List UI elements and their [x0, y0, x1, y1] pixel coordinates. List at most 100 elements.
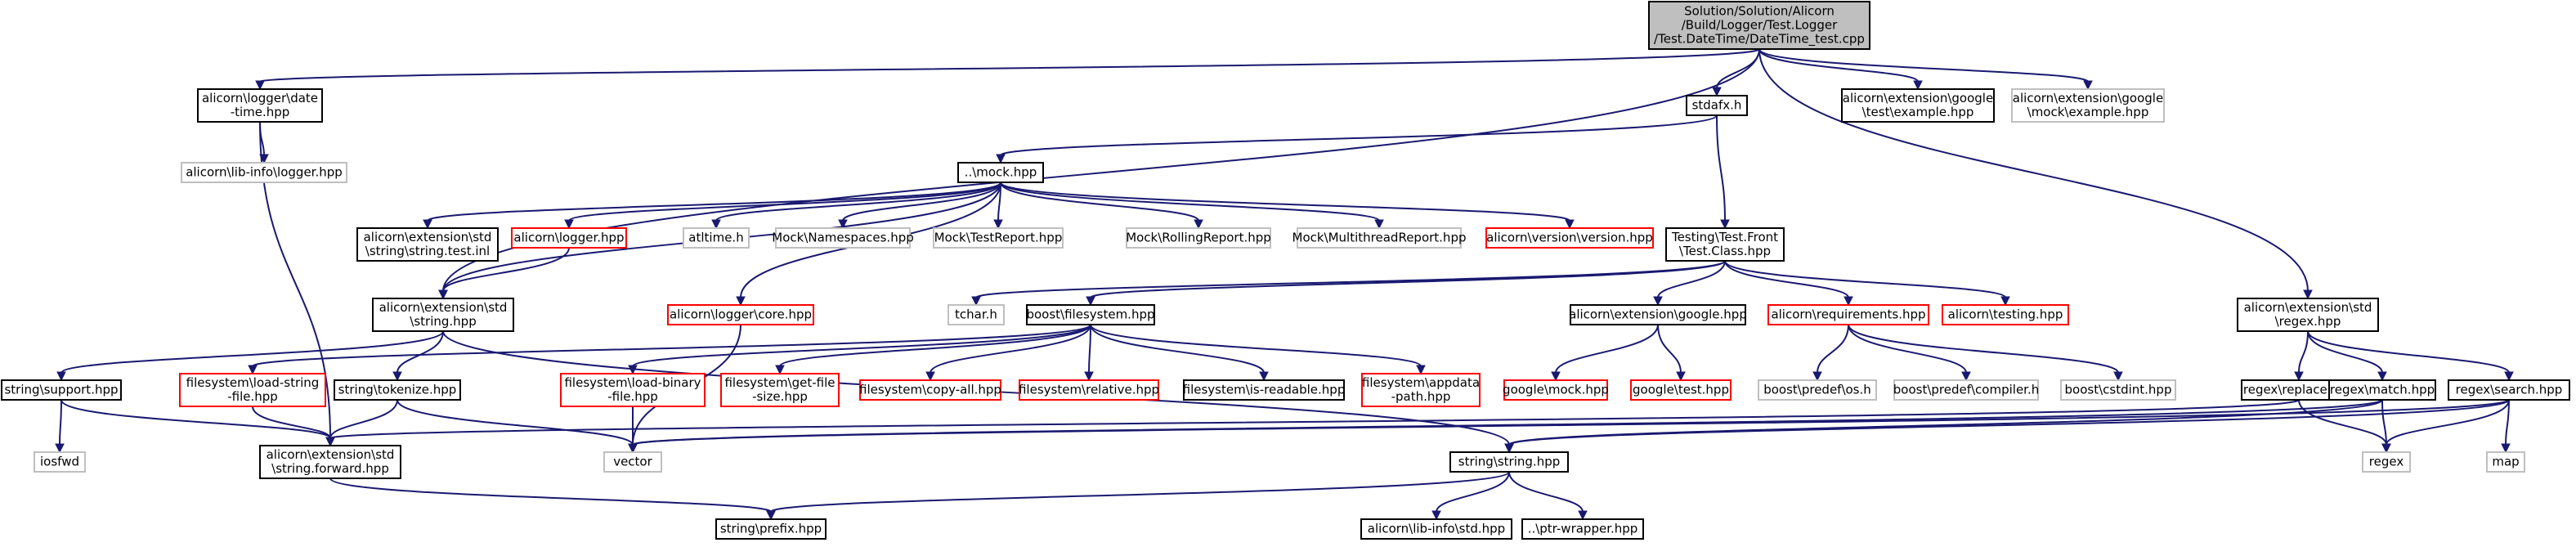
- node-boost_filesystem[interactable]: boost\filesystem.hpp: [1026, 304, 1155, 325]
- node-label-regex_match-line-0: regex\match.hpp: [2330, 383, 2435, 397]
- node-label-string_prefix-line-0: string\prefix.hpp: [720, 522, 822, 536]
- arrowhead-boost_filesystem-to-fs_load_string: [248, 365, 258, 375]
- node-requirements[interactable]: alicorn\requirements.hpp: [1767, 304, 1929, 325]
- node-mock_namespaces[interactable]: Mock\Namespaces.hpp: [772, 227, 914, 249]
- node-atltime[interactable]: atltime.h: [683, 227, 750, 249]
- node-box-fs_copy_all: [859, 379, 1001, 401]
- node-lib_info_std[interactable]: alicorn\lib-info\std.hpp: [1360, 518, 1512, 540]
- arrowhead-mock_hpp-to-version_hpp: [1565, 219, 1575, 230]
- arrowhead-root-to-stdafx: [1712, 87, 1722, 97]
- node-string_forward[interactable]: alicorn\extension\std\string.forward.hpp: [259, 445, 401, 479]
- edge-boost_filesystem-to-fs_copy_all: [930, 324, 1091, 374]
- node-fs_get_file_size[interactable]: filesystem\get-file-size.hpp: [720, 373, 840, 407]
- node-tchar[interactable]: tchar.h: [948, 304, 1005, 325]
- node-fs_load_string[interactable]: filesystem\load-string-file.hpp: [179, 373, 326, 407]
- node-string_string[interactable]: string\string.hpp: [1449, 451, 1569, 473]
- node-fs_copy_all[interactable]: filesystem\copy-all.hpp: [859, 379, 1001, 401]
- node-boost_predef_compiler[interactable]: boost\predef\compiler.h: [1893, 379, 2039, 401]
- arrowhead-ext_std_regex-to-regex_search: [2504, 371, 2514, 382]
- arrowhead-mock_hpp-to-logger_core: [736, 296, 746, 307]
- node-box-testing_hpp: [1942, 304, 2069, 325]
- node-ptr_wrapper[interactable]: ..\ptr-wrapper.hpp: [1521, 518, 1644, 540]
- node-label-string_forward-line-0: alicorn\extension\std: [267, 447, 395, 462]
- node-label-ext_std_string-line-1: \string.hpp: [410, 314, 476, 329]
- node-box-logger_date_time: [197, 88, 323, 123]
- node-box-regex: [2362, 451, 2411, 473]
- node-regex_match[interactable]: regex\match.hpp: [2328, 379, 2436, 401]
- node-ext_google[interactable]: alicorn\extension\google.hpp: [1569, 304, 1747, 325]
- node-logger_hpp[interactable]: alicorn\logger.hpp: [511, 227, 627, 249]
- node-regex_search[interactable]: regex\search.hpp: [2448, 379, 2570, 401]
- node-stdafx[interactable]: stdafx.h: [1686, 95, 1748, 116]
- node-label-ptr_wrapper-line-0: ..\ptr-wrapper.hpp: [1528, 522, 1638, 536]
- node-iosfwd[interactable]: iosfwd: [34, 451, 86, 473]
- node-google_mock_example[interactable]: alicorn\extension\google\mock\example.hp…: [2011, 88, 2165, 123]
- node-mock_test_report[interactable]: Mock\TestReport.hpp: [933, 227, 1064, 249]
- node-box-map: [2486, 451, 2525, 473]
- node-ext_std_string[interactable]: alicorn\extension\std\string.hpp: [372, 298, 514, 332]
- edge-mock_hpp-to-logger_hpp: [568, 182, 1001, 222]
- node-box-mock_rolling_report: [1126, 227, 1271, 249]
- node-label-ext_google-line-0: alicorn\extension\google.hpp: [1569, 307, 1747, 322]
- node-string_prefix[interactable]: string\prefix.hpp: [715, 518, 827, 540]
- node-box-google_test_example: [1841, 88, 1995, 123]
- node-string_tokenize[interactable]: string\tokenize.hpp: [334, 379, 461, 401]
- node-root[interactable]: Solution/Solution/Alicorn/Build/Logger/T…: [1648, 1, 1870, 50]
- node-box-regex_match: [2328, 379, 2436, 401]
- node-testing_hpp[interactable]: alicorn\testing.hpp: [1942, 304, 2069, 325]
- arrowhead-requirements-to-boost_predef_compiler: [1961, 371, 1971, 382]
- edge-requirements-to-boost_predef_compiler: [1848, 324, 1967, 374]
- node-boost_cstdint[interactable]: boost\cstdint.hpp: [2060, 379, 2176, 401]
- node-logger_core[interactable]: alicorn\logger\core.hpp: [667, 304, 814, 325]
- node-box-string_support: [1, 379, 122, 401]
- node-box-atltime: [683, 227, 750, 249]
- node-label-fs_load_string-line-1: -file.hpp: [227, 389, 278, 404]
- arrowhead-mock_hpp-to-logger_hpp: [564, 219, 574, 230]
- node-label-boost_cstdint-line-0: boost\cstdint.hpp: [2065, 383, 2172, 397]
- node-mock_rolling_report[interactable]: Mock\RollingReport.hpp: [1126, 227, 1271, 249]
- node-google_test[interactable]: google\test.hpp: [1630, 379, 1732, 401]
- node-string_support[interactable]: string\support.hpp: [1, 379, 122, 401]
- node-box-string_forward: [259, 445, 401, 479]
- arrowhead-boost_filesystem-to-fs_load_binary: [628, 365, 638, 375]
- node-label-fs_get_file_size-line-0: filesystem\get-file: [724, 375, 835, 390]
- node-fs_load_binary[interactable]: filesystem\load-binary-file.hpp: [560, 373, 706, 407]
- edge-requirements-to-boost_predef_os: [1817, 324, 1849, 374]
- node-box-iosfwd: [34, 451, 86, 473]
- node-box-string_test_inl: [356, 227, 499, 262]
- node-google_mock[interactable]: google\mock.hpp: [1503, 379, 1609, 401]
- edge-stdafx-to-test_class: [1716, 114, 1726, 222]
- node-version_hpp[interactable]: alicorn\version\version.hpp: [1485, 227, 1654, 249]
- arrowhead-mock_hpp-to-mock_multithread_report: [1374, 219, 1384, 230]
- node-string_test_inl[interactable]: alicorn\extension\std\string\string.test…: [356, 227, 499, 262]
- arrowhead-test_class-to-testing_hpp: [2000, 296, 2010, 307]
- node-vector[interactable]: vector: [603, 451, 662, 473]
- node-fs_is_readable[interactable]: filesystem\is-readable.hpp: [1183, 379, 1346, 401]
- edge-string_tokenize-to-vector: [396, 399, 634, 446]
- node-label-string_support-line-0: string\support.hpp: [4, 383, 118, 397]
- node-boost_predef_os[interactable]: boost\predef\os.h: [1758, 379, 1877, 401]
- edge-mock_hpp-to-mock_rolling_report: [1000, 182, 1199, 222]
- arrowhead-regex_search-to-regex: [2381, 443, 2391, 454]
- node-label-fs_get_file_size-line-1: -size.hpp: [752, 389, 808, 404]
- node-regex[interactable]: regex: [2362, 451, 2411, 473]
- node-label-google_mock_example-line-1: \mock\example.hpp: [2027, 105, 2149, 119]
- node-logger_date_time[interactable]: alicorn\logger\date-time.hpp: [197, 88, 323, 123]
- arrowhead-mock_hpp-to-atltime: [711, 219, 721, 230]
- node-label-mock_rolling_report-line-0: Mock\RollingReport.hpp: [1126, 231, 1271, 245]
- node-lib_info_logger[interactable]: alicorn\lib-info\logger.hpp: [181, 162, 347, 183]
- arrowhead-root-to-google_mock_example: [2083, 80, 2093, 91]
- node-fs_relative[interactable]: filesystem\relative.hpp: [1019, 379, 1159, 401]
- node-ext_std_regex[interactable]: alicorn\extension\std\regex.hpp: [2237, 298, 2379, 332]
- node-box-string_string: [1449, 451, 1569, 473]
- node-label-google_test-line-0: google\test.hpp: [1633, 383, 1729, 397]
- node-map[interactable]: map: [2486, 451, 2525, 473]
- node-fs_appdata_path[interactable]: filesystem\appdata-path.hpp: [1361, 373, 1481, 407]
- node-mock_multithread_report[interactable]: Mock\MultithreadReport.hpp: [1292, 227, 1467, 249]
- node-box-regex_search: [2448, 379, 2570, 401]
- node-label-ext_std_regex-line-0: alicorn\extension\std: [2244, 300, 2372, 315]
- node-google_test_example[interactable]: alicorn\extension\google\test\example.hp…: [1841, 88, 1995, 123]
- node-test_class[interactable]: Testing\Test.Front\Test.Class.hpp: [1665, 227, 1785, 262]
- node-mock_hpp[interactable]: ..\mock.hpp: [957, 162, 1044, 183]
